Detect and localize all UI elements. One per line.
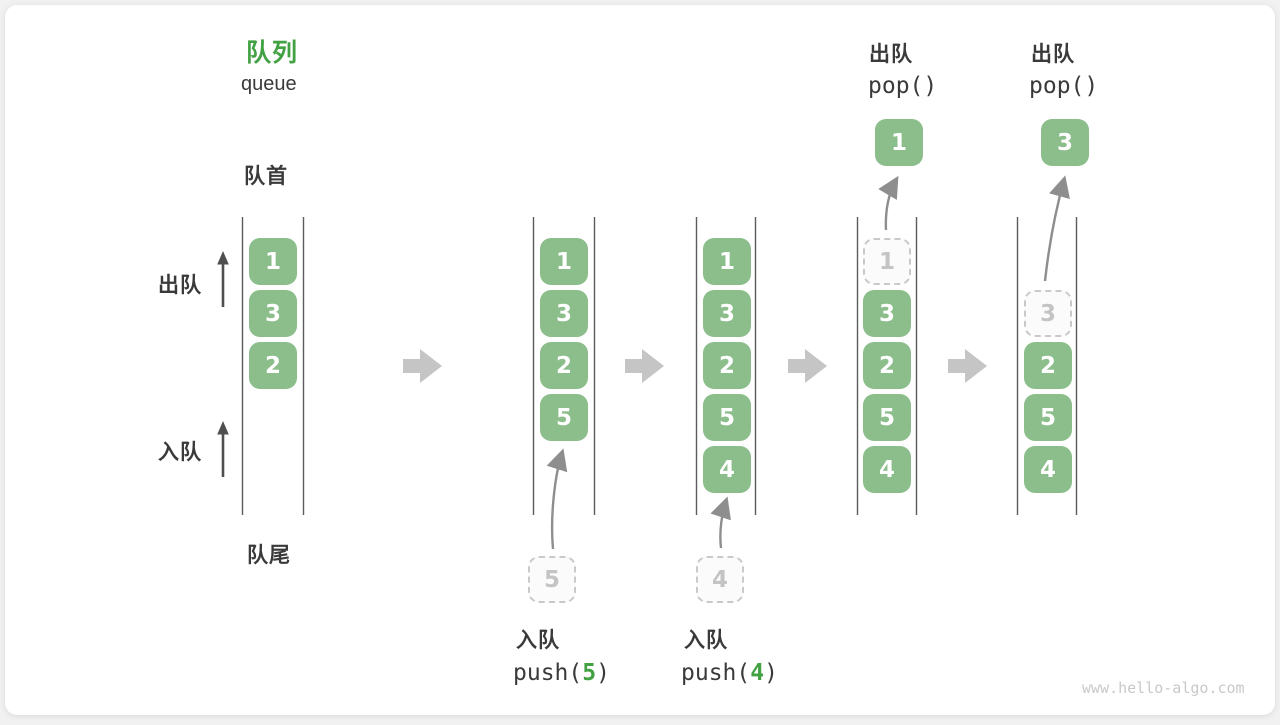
enqueue-direction-arrow: [217, 421, 229, 477]
pop-1-arrow: [878, 175, 899, 231]
step-arrow: [625, 349, 664, 383]
queue-item: 1: [703, 238, 751, 285]
queue-item: 2: [540, 342, 588, 389]
step-arrow: [403, 349, 442, 383]
queue-item: 4: [1024, 446, 1072, 493]
enqueue-op-code: push(4): [681, 660, 778, 686]
queue-item: 3: [703, 290, 751, 337]
popped-item: 1: [875, 119, 923, 166]
enqueue-op-code: push(5): [513, 660, 610, 686]
queue-item: 4: [863, 446, 911, 493]
pop-3-arrow: [1043, 175, 1070, 282]
queue-item: 2: [1024, 342, 1072, 389]
leaving-item-ghost: 3: [1024, 290, 1072, 337]
code-arg: 4: [750, 660, 765, 686]
queue-item: 4: [703, 446, 751, 493]
queue-front-label: 队首: [244, 165, 288, 188]
queue-item: 1: [540, 238, 588, 285]
leaving-item-ghost: 1: [863, 238, 911, 285]
code-text: push(: [681, 660, 751, 686]
step-arrow: [948, 349, 987, 383]
dequeue-op-label: 出队: [869, 43, 913, 66]
popped-item: 3: [1041, 119, 1089, 166]
enqueue-op-label: 入队: [684, 629, 728, 652]
queue-item: 5: [703, 394, 751, 441]
queue-rear-label: 队尾: [247, 544, 291, 567]
arrows-layer: [217, 175, 1078, 550]
queue-item: 2: [863, 342, 911, 389]
dequeue-side-label: 出队: [158, 274, 202, 297]
incoming-item-ghost: 5: [528, 556, 576, 603]
code-arg: 5: [582, 660, 597, 686]
queue-item: 2: [249, 342, 297, 389]
queue-item: 5: [540, 394, 588, 441]
queue-item: 1: [249, 238, 297, 285]
step-arrow: [788, 349, 827, 383]
queue-item: 3: [249, 290, 297, 337]
dequeue-op-code: pop(): [1029, 73, 1099, 99]
diagram-card: 队列 queue 队首 队尾 出队 入队: [5, 5, 1275, 715]
code-text: push(: [513, 660, 583, 686]
code-text: ): [596, 660, 610, 686]
page-subtitle: queue: [241, 73, 297, 95]
dequeue-op-code: pop(): [868, 73, 938, 99]
push-4-arrow: [710, 496, 731, 549]
enqueue-side-label: 入队: [158, 441, 202, 464]
site-watermark: www.hello-algo.com: [1082, 679, 1245, 697]
queue-item: 3: [540, 290, 588, 337]
queue-item: 2: [703, 342, 751, 389]
dequeue-direction-arrow: [217, 251, 229, 307]
queue-item: 5: [1024, 394, 1072, 441]
incoming-item-ghost: 4: [696, 556, 744, 603]
queue-item: 3: [863, 290, 911, 337]
page-title: 队列: [246, 39, 299, 67]
queue-item: 5: [863, 394, 911, 441]
push-5-arrow: [546, 448, 568, 550]
queue-channel-walls: [241, 217, 1078, 515]
dequeue-op-label: 出队: [1031, 43, 1075, 66]
code-text: ): [764, 660, 778, 686]
motion-arrows: [546, 175, 1070, 550]
enqueue-op-label: 入队: [516, 629, 560, 652]
